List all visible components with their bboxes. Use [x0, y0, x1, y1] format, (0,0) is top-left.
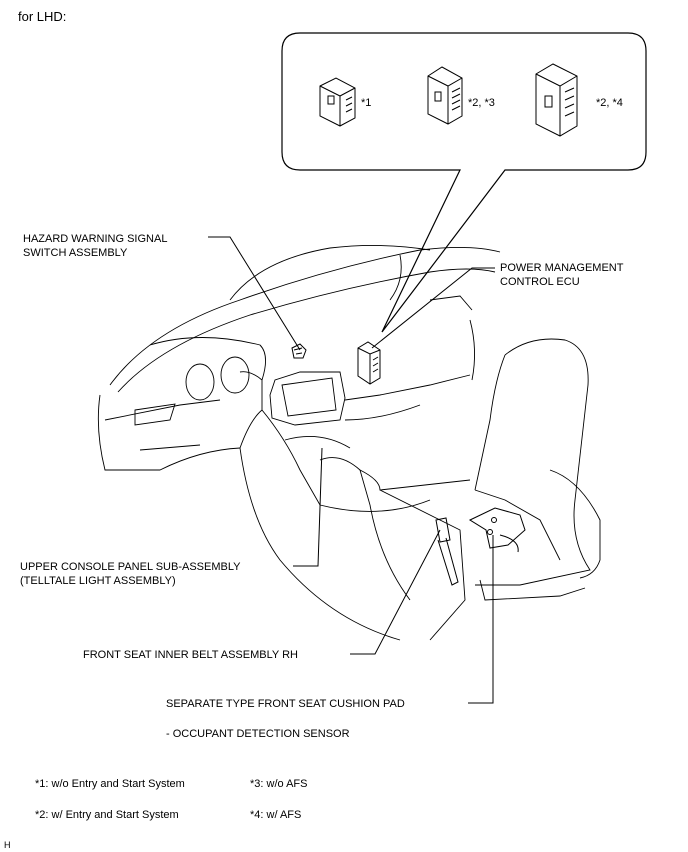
note-4: *4: w/ AFS: [250, 809, 302, 821]
upper-console-label-line1: UPPER CONSOLE PANEL SUB-ASSEMBLY: [20, 561, 241, 573]
front-seat-drawing: [474, 338, 601, 601]
ecu-variant-2-icon: [427, 66, 463, 125]
ecu-variant-3-label: *2, *4: [596, 97, 623, 109]
power-management-ecu-label-line1: POWER MANAGEMENT: [500, 262, 624, 274]
occupant-sensor-label: - OCCUPANT DETECTION SENSOR: [166, 728, 350, 740]
leader-lines: [208, 236, 495, 704]
corner-mark: H: [4, 840, 11, 850]
power-management-ecu-drawing: [357, 341, 381, 385]
ecu-variant-2-label: *2, *3: [468, 97, 495, 109]
ecu-variants-callout: [281, 32, 647, 333]
hazard-switch-drawing: [291, 343, 307, 359]
occupant-sensor-drawing: [468, 507, 526, 553]
ecu-variant-3-icon: [535, 63, 578, 137]
seat-belt-label: FRONT SEAT INNER BELT ASSEMBLY RH: [83, 649, 298, 661]
ecu-variant-1-label: *1: [361, 97, 372, 109]
page-header: for LHD:: [18, 9, 67, 24]
upper-console-label-line2: (TELLTALE LIGHT ASSEMBLY): [20, 575, 176, 587]
hazard-switch-label-line1: HAZARD WARNING SIGNAL: [23, 233, 168, 245]
hazard-switch-label-line2: SWITCH ASSEMBLY: [23, 247, 128, 259]
seat-belt-buckle-drawing: [435, 517, 459, 586]
seat-cushion-label: SEPARATE TYPE FRONT SEAT CUSHION PAD: [166, 698, 405, 710]
ecu-variant-1-icon: [319, 77, 356, 127]
note-1: *1: w/o Entry and Start System: [35, 778, 185, 790]
note-2: *2: w/ Entry and Start System: [35, 809, 179, 821]
note-3: *3: w/o AFS: [250, 778, 308, 790]
power-management-ecu-label-line2: CONTROL ECU: [500, 276, 580, 288]
instrument-panel-drawing: [97, 244, 501, 641]
